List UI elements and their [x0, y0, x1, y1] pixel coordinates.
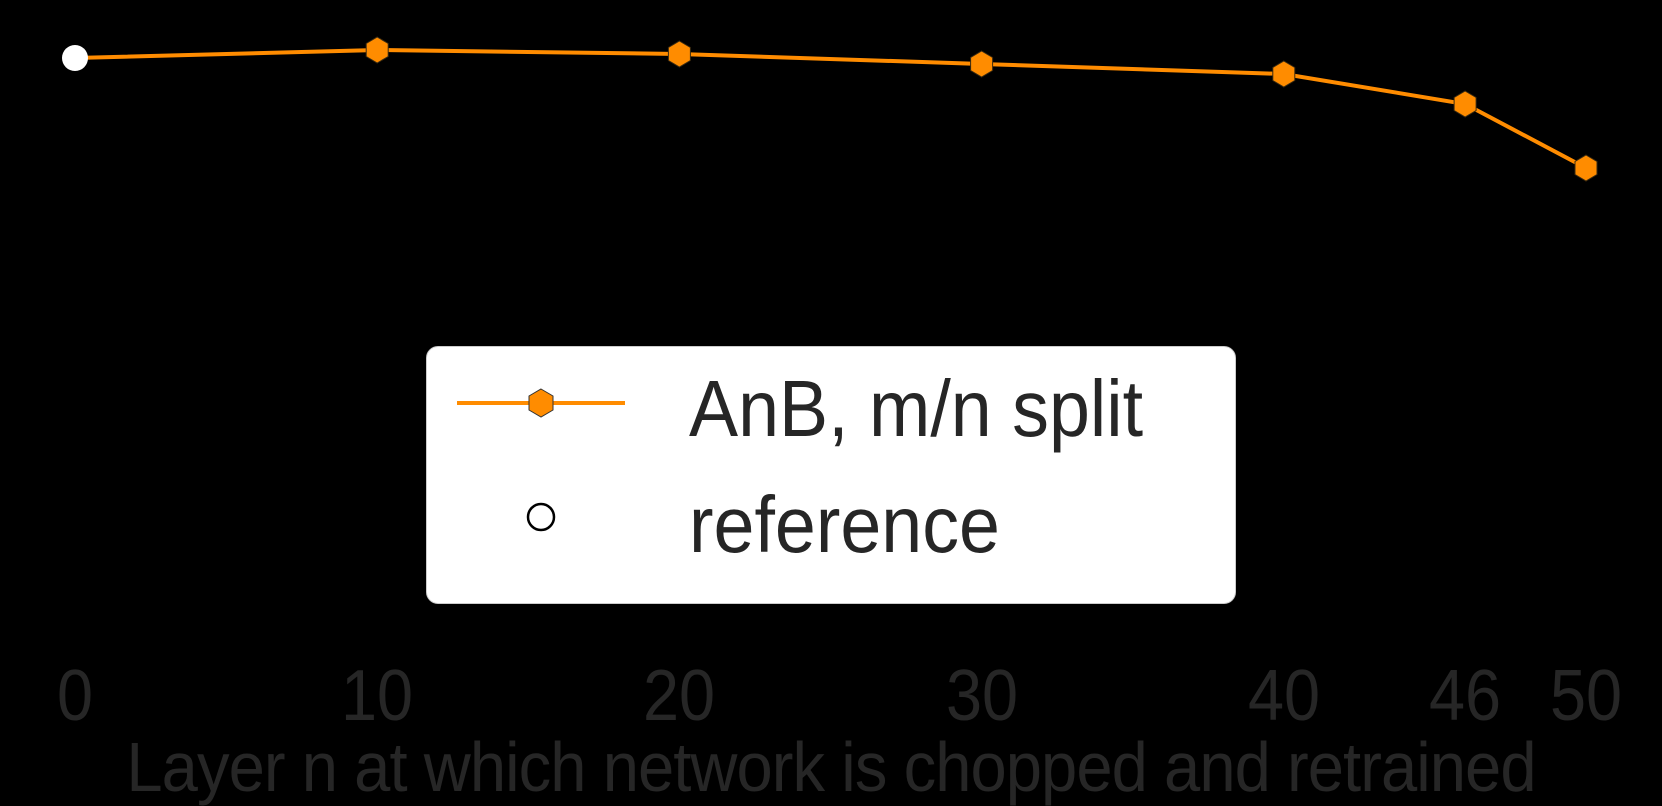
legend-item-reference: reference [427, 465, 1235, 575]
legend-item-anb: AnB, m/n split [427, 347, 1235, 457]
x-tick-label: 10 [341, 656, 414, 736]
hexagon-marker-icon [457, 388, 625, 418]
x-tick-label: 46 [1429, 656, 1502, 736]
x-tick-label: 30 [945, 656, 1018, 736]
x-axis-label: Layer n at which network is chopped and … [126, 728, 1536, 806]
data-point [1272, 60, 1296, 88]
x-tick-label: 50 [1549, 656, 1623, 736]
x-tick-label: 20 [643, 656, 716, 736]
anb-series-line [74, 47, 1587, 170]
x-tick-label: 0 [56, 656, 94, 736]
data-point [667, 40, 691, 68]
circle-marker-icon [526, 502, 556, 532]
data-point [1453, 90, 1477, 118]
data-point [970, 50, 994, 78]
reference-marker [62, 45, 88, 71]
legend: AnB, m/n split reference [426, 346, 1236, 604]
legend-label-anb: AnB, m/n split [689, 364, 1144, 453]
anb-series-markers [365, 36, 1598, 182]
legend-label-reference: reference [689, 480, 1000, 569]
data-point [365, 36, 389, 64]
x-tick-label: 40 [1247, 656, 1320, 736]
data-point [1574, 154, 1598, 182]
